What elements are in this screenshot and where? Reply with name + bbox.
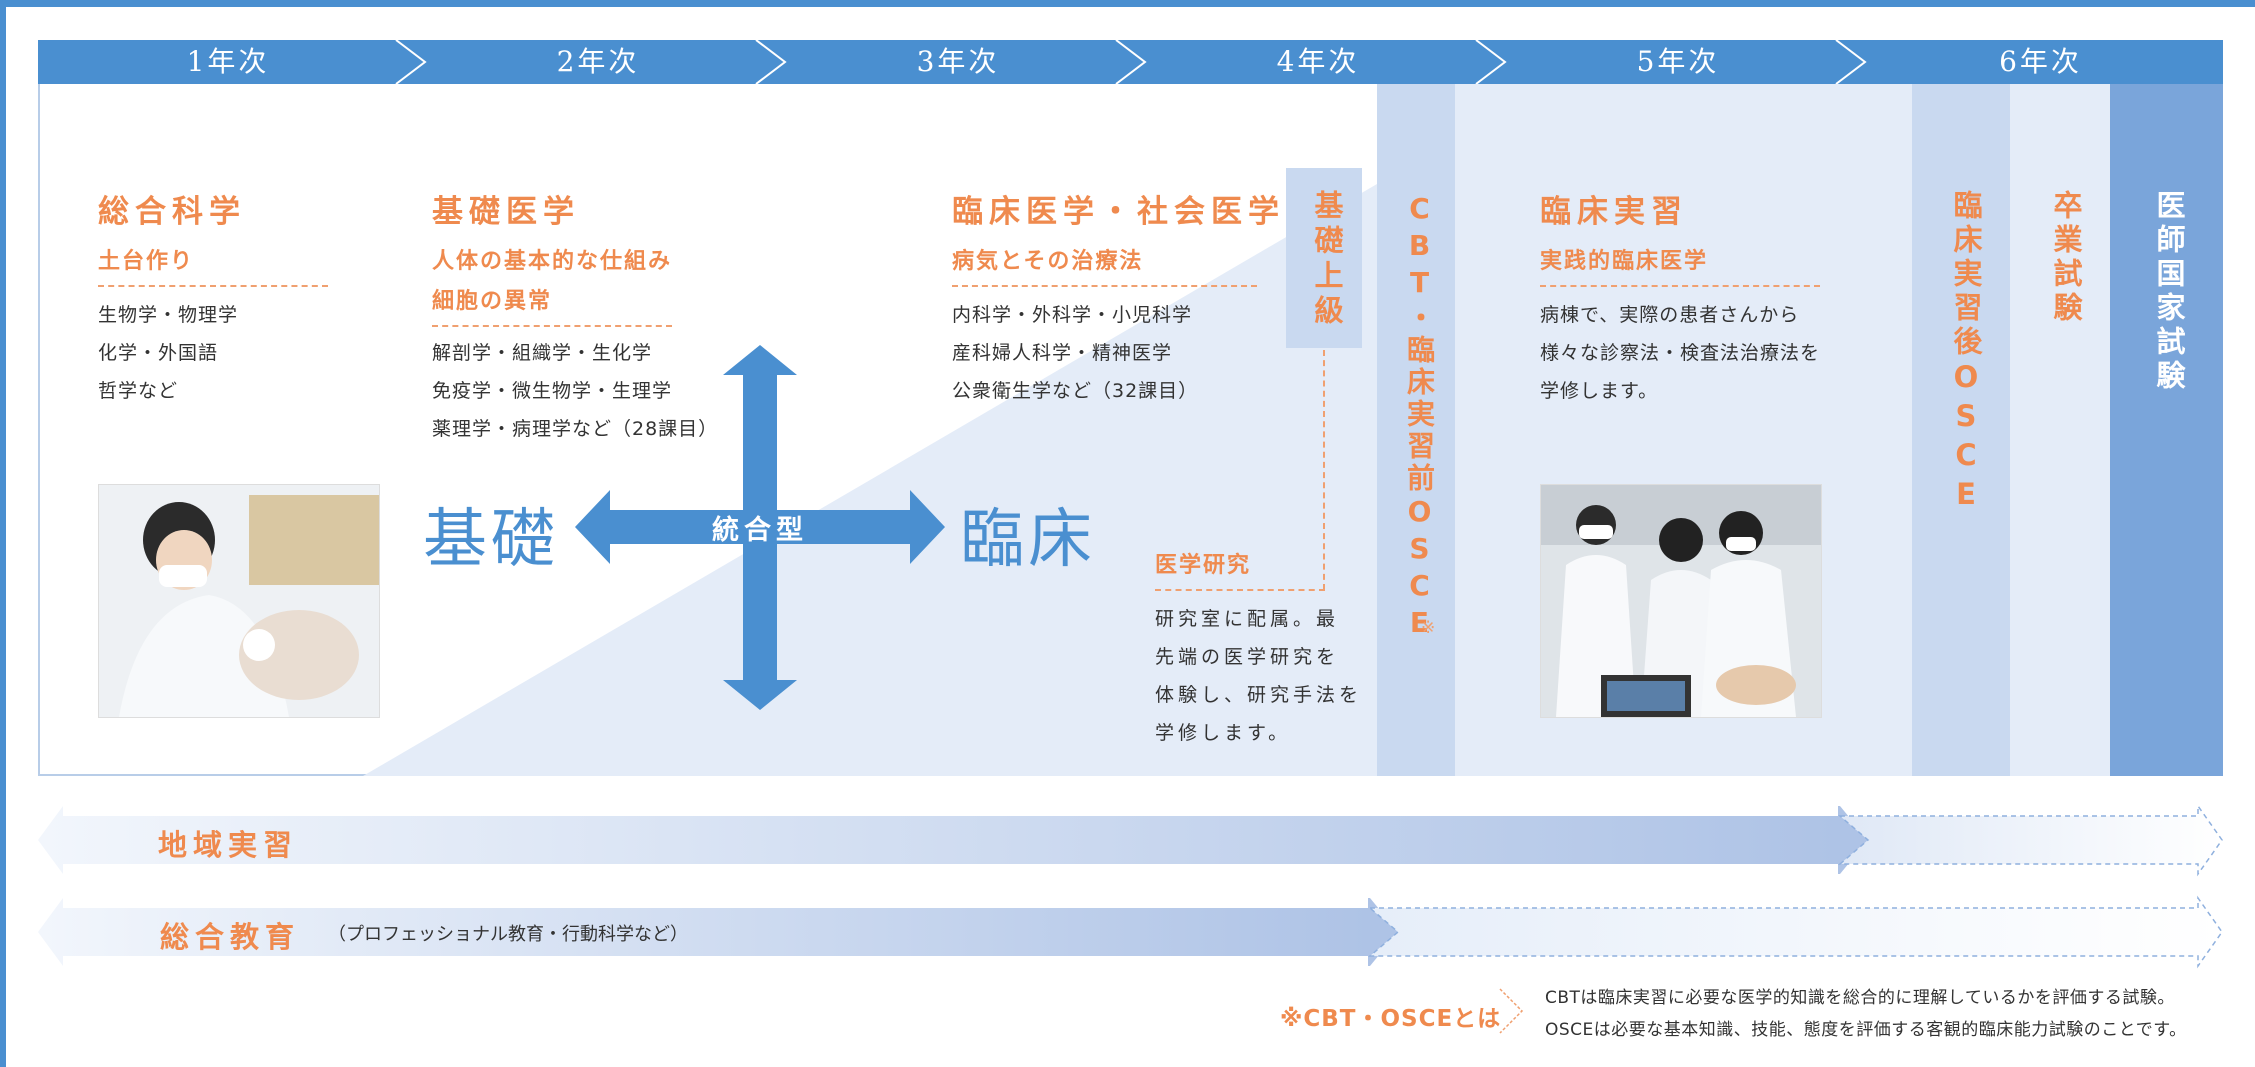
basic-medicine-subtitle: 人体の基本的な仕組み xyxy=(432,249,673,274)
general-science-list: 生物学・物理学 化学・外国語 哲学など xyxy=(98,296,238,410)
community-practice-label: 地域実習 xyxy=(158,828,299,862)
basic-medicine-divider xyxy=(432,325,672,327)
medical-research-divider xyxy=(1155,589,1325,591)
year-label-6: 6年次 xyxy=(1999,45,2082,78)
basic-medicine-line: 解剖学・組織学・生化学 xyxy=(432,342,653,364)
advanced-basic-label: 基礎上級 xyxy=(1310,190,1344,330)
general-education-band xyxy=(38,895,2223,969)
clinical-practice-photo xyxy=(1540,484,1822,718)
clinical-social-title: 臨床医学・社会医学 xyxy=(952,194,1285,230)
general-science-line: 生物学・物理学 xyxy=(98,304,239,326)
clinical-practice-list: 病棟で、実際の患者さんから 様々な診察法・検査法治療法を 学修します。 xyxy=(1540,296,1820,410)
medical-research-line: 学修します。 xyxy=(1155,722,1292,744)
community-practice-band xyxy=(38,803,2223,877)
general-science-line: 哲学など xyxy=(98,380,179,402)
general-science-title: 総合科学 xyxy=(98,194,246,230)
clinical-social-list: 内科学・外科学・小児科学 産科婦人科学・精神医学 公衆衛生学など（32課目） xyxy=(952,296,1198,410)
clinical-practice-subtitle: 実践的臨床医学 xyxy=(1540,249,1709,274)
basic-medicine-list: 解剖学・組織学・生化学 免疫学・微生物学・生理学 薬理学・病理学など（28課目） xyxy=(432,334,718,448)
cbt-osce-definition-text: CBTは臨床実習に必要な医学的知識を総合的に理解しているかを評価する試験。 OS… xyxy=(1545,982,2187,1046)
definition-line: OSCEは必要な基本知識、技能、態度を評価する客観的臨床能力試験のことです。 xyxy=(1545,1020,2187,1040)
dental-practice-photo xyxy=(98,484,380,718)
definition-line: CBTは臨床実習に必要な医学的知識を総合的に理解しているかを評価する試験。 xyxy=(1545,988,2175,1008)
clinical-social-subtitle: 病気とその治療法 xyxy=(952,249,1144,274)
year-header-bar: 1年次 2年次 3年次 4年次 5年次 6年次 xyxy=(38,40,2223,84)
basic-medicine-subtitle: 細胞の異常 xyxy=(432,289,553,314)
advanced-basic-box xyxy=(1286,168,1362,348)
year-label-1: 1年次 xyxy=(186,45,270,78)
general-science-subtitle: 土台作り xyxy=(98,249,195,274)
year-label-4: 4年次 xyxy=(1276,45,1360,78)
general-science-line: 化学・外国語 xyxy=(98,342,219,364)
medical-research-line: 先端の医学研究を xyxy=(1155,646,1340,668)
medical-research-line: 研究室に配属。最 xyxy=(1155,608,1340,630)
integrated-type-label: 統合型 xyxy=(712,515,808,546)
national-exam-label: 医師国家試験 xyxy=(2152,190,2186,394)
photo-illustration xyxy=(99,485,379,717)
general-science-divider xyxy=(98,285,328,287)
integration-cross-arrows xyxy=(575,345,945,710)
year-label-2: 2年次 xyxy=(556,45,640,78)
clinical-practice-divider xyxy=(1540,285,1820,287)
clinical-social-line: 内科学・外科学・小児科学 xyxy=(952,304,1193,326)
clinical-practice-line: 病棟で、実際の患者さんから xyxy=(1540,304,1800,326)
graduation-exam-label: 卒業試験 xyxy=(2049,190,2083,326)
clinical-social-line: 公衆衛生学など（32課目） xyxy=(952,380,1199,402)
clinical-axis-label: 臨床 xyxy=(960,503,1096,577)
medical-research-line: 体験し、研究手法を xyxy=(1155,684,1363,706)
clinical-wedge-shape xyxy=(363,84,2223,776)
year-separators xyxy=(395,40,1867,84)
basic-medicine-line: 免疫学・微生物学・生理学 xyxy=(432,380,673,402)
frame-top-border xyxy=(0,0,2255,7)
clinical-practice-line: 様々な診察法・検査法治療法を xyxy=(1540,342,1821,364)
general-education-note: （プロフェッショナル教育・行動科学など） xyxy=(328,924,688,945)
basic-medicine-subtitles: 人体の基本的な仕組み 細胞の異常 xyxy=(432,242,672,322)
chevron-right-icon xyxy=(1499,988,1524,1034)
cbt-osce-mark: ※ xyxy=(1421,618,1436,638)
medical-research-list: 研究室に配属。最 先端の医学研究を 体験し、研究手法を 学修します。 xyxy=(1155,600,1362,752)
basic-medicine-line: 薬理学・病理学など（28課目） xyxy=(432,418,719,440)
photo-illustration xyxy=(1541,485,1821,717)
year-label-5: 5年次 xyxy=(1636,45,1720,78)
medical-research-title: 医学研究 xyxy=(1155,553,1252,578)
basic-axis-label: 基礎 xyxy=(423,503,559,577)
cbt-osce-definition-label: ※CBT・OSCEとは xyxy=(1280,1006,1502,1032)
research-connector-line xyxy=(1323,350,1325,590)
basic-medicine-title: 基礎医学 xyxy=(432,194,580,230)
cbt-osce-label: CBT・臨床実習前OSCE xyxy=(1403,192,1436,643)
year-label-3: 3年次 xyxy=(916,45,1000,78)
clinical-social-line: 産科婦人科学・精神医学 xyxy=(952,342,1173,364)
clinical-practice-line: 学修します。 xyxy=(1540,380,1659,402)
clinical-social-divider xyxy=(952,285,1257,287)
general-education-label: 総合教育 xyxy=(160,920,301,954)
curriculum-panel xyxy=(38,84,2223,776)
post-osce-label: 臨床実習後OSCE xyxy=(1949,190,1983,516)
clinical-practice-title: 臨床実習 xyxy=(1540,194,1688,230)
frame-left-border xyxy=(0,0,6,1067)
